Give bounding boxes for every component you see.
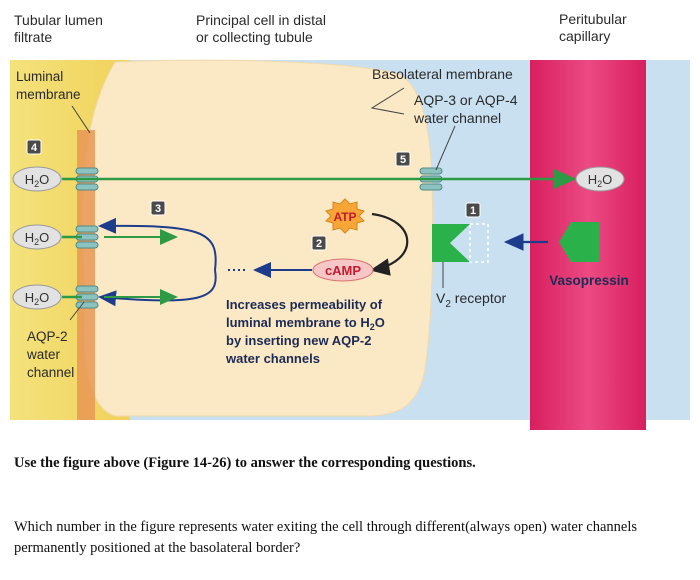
aqp2-label: AQP-2 water channel [26,329,74,380]
h2o-oval-1: H2O [12,166,62,192]
svg-text:H2O: H2O [25,172,50,189]
insertion-arrow-top [98,217,217,271]
aqp34-pointer [435,125,456,171]
principal-cell-label: Principal cell in distal or collecting t… [196,12,326,45]
luminal-membrane-label: Luminal membrane [16,69,81,102]
svg-text:ATP: ATP [333,210,356,224]
h2o-oval-2: H2O [12,224,62,250]
luminal-membrane-band [77,130,95,420]
svg-text:3: 3 [155,203,161,215]
svg-text:H2O: H2O [588,172,613,189]
luminal-pointer [71,105,91,134]
tubular-lumen-label: Tubular lumen filtrate [14,12,103,45]
step-number-1: 1 [465,202,481,218]
aqp2-channel-3 [75,285,99,309]
insertion-arrow-bottom [98,269,217,307]
atp-badge: ATP [325,198,365,234]
svg-text:H2O: H2O [25,230,50,247]
figure: H2O H2O H2O H2O ATP cAMP [10,11,690,430]
svg-text:cAMP: cAMP [325,263,361,278]
basolateral-pointer [370,87,405,115]
vasopressin-shape [559,222,599,262]
vasopressin-label: Vasopressin [549,273,629,288]
step-number-2: 2 [311,235,327,251]
h2o-oval-3: H2O [12,284,62,310]
basolateral-membrane-label: Basolateral membrane [372,66,513,82]
peritubular-capillary-label: Peritubular capillary [559,11,627,44]
aqp2-channel-1 [75,167,99,191]
step-number-3: 3 [150,200,166,216]
question-text: Which number in the figure represents wa… [14,519,637,556]
svg-text:1: 1 [470,205,476,217]
svg-text:2: 2 [316,238,322,250]
aqp34-label: AQP-3 or AQP-4 water channel [413,92,521,126]
svg-text:4: 4 [31,142,38,154]
atp-camp-arrow [369,212,409,276]
step-number-4: 4 [26,139,42,155]
svg-text:H2O: H2O [25,290,50,307]
v2-receptor-label: V2 receptor [436,290,506,310]
step-number-5: 5 [395,151,411,167]
v2-receptor [432,223,489,263]
aqp2-pointer [69,301,85,321]
diagram-svg: H2O H2O H2O H2O ATP cAMP [10,59,690,430]
h2o-oval-capillary: H2O [575,166,625,192]
svg-text:5: 5 [400,154,406,166]
increases-permeability-label: Increases permeability of luminal membra… [225,297,389,366]
question-instruction: Use the figure above (Figure 14-26) to a… [14,455,476,471]
camp-badge: cAMP [312,258,374,282]
